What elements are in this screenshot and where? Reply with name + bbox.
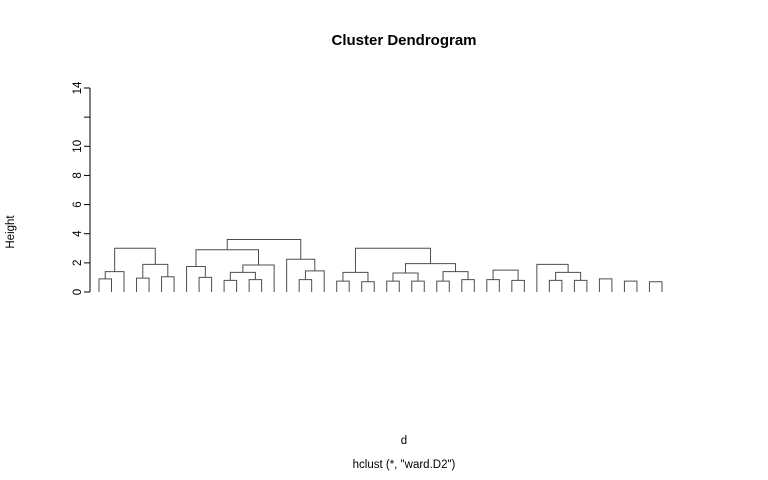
y-axis-label: Height [5, 215, 17, 249]
dendrogram-link [161, 276, 175, 292]
dendrogram-link [98, 278, 113, 292]
dendrogram-link [186, 266, 206, 292]
dendrogram-link [354, 247, 432, 273]
dendrogram-link [298, 279, 313, 292]
dendrogram-link [511, 279, 525, 292]
dendrogram-link [548, 279, 563, 292]
dendrogram-link [142, 263, 169, 279]
y-axis-tick-label: 6 [72, 201, 84, 207]
y-axis-tick-label: 0 [72, 289, 84, 295]
dendrogram-link [623, 280, 638, 292]
page-title: Cluster Dendrogram [331, 32, 476, 49]
dendrogram-link [136, 277, 150, 292]
y-axis-tick-label: 8 [72, 172, 84, 178]
y-axis-tick-label: 2 [72, 260, 84, 266]
dendrogram-link [248, 279, 263, 292]
dendrogram-link [555, 271, 582, 281]
dendrogram-link [226, 239, 302, 260]
dendrogram-link [492, 269, 519, 281]
dendrogram-link [198, 276, 213, 292]
dendrogram-link [361, 281, 375, 292]
dendrogram-link [342, 271, 369, 282]
dendrogram-link [336, 280, 350, 292]
y-axis: 0 2 4 6 8 10 14 [72, 81, 91, 295]
dendrogram-link [304, 270, 325, 292]
dendrogram-link [114, 247, 156, 272]
dendrogram-link [536, 263, 569, 292]
dendrogram-link [598, 278, 613, 292]
dendrogram-link [195, 249, 260, 267]
dendrogram-link [573, 279, 588, 292]
dendrogram-link [436, 280, 450, 292]
y-axis-tick-label: 14 [72, 81, 84, 94]
dendrogram-link [392, 272, 419, 282]
hclust-method-caption: hclust (*, "ward.D2") [353, 459, 456, 471]
dendrogram-link [386, 280, 400, 292]
y-axis-tick-label: 10 [72, 140, 84, 153]
dendrogram-link [242, 264, 275, 292]
dendrogram-link [286, 258, 316, 292]
dendrogram-branches [98, 239, 663, 292]
dendrogram-link [461, 279, 475, 292]
y-axis-tick-label: 4 [72, 230, 84, 237]
dendrogram-link [486, 279, 500, 292]
dendrogram-link [229, 271, 256, 281]
dendrogram-link [104, 271, 125, 292]
dendrogram-link [648, 281, 663, 292]
dendrogram-link [223, 279, 238, 292]
dendrogram-link [405, 263, 457, 274]
x-axis-label: d [401, 435, 407, 447]
dendrogram-link [411, 280, 425, 292]
